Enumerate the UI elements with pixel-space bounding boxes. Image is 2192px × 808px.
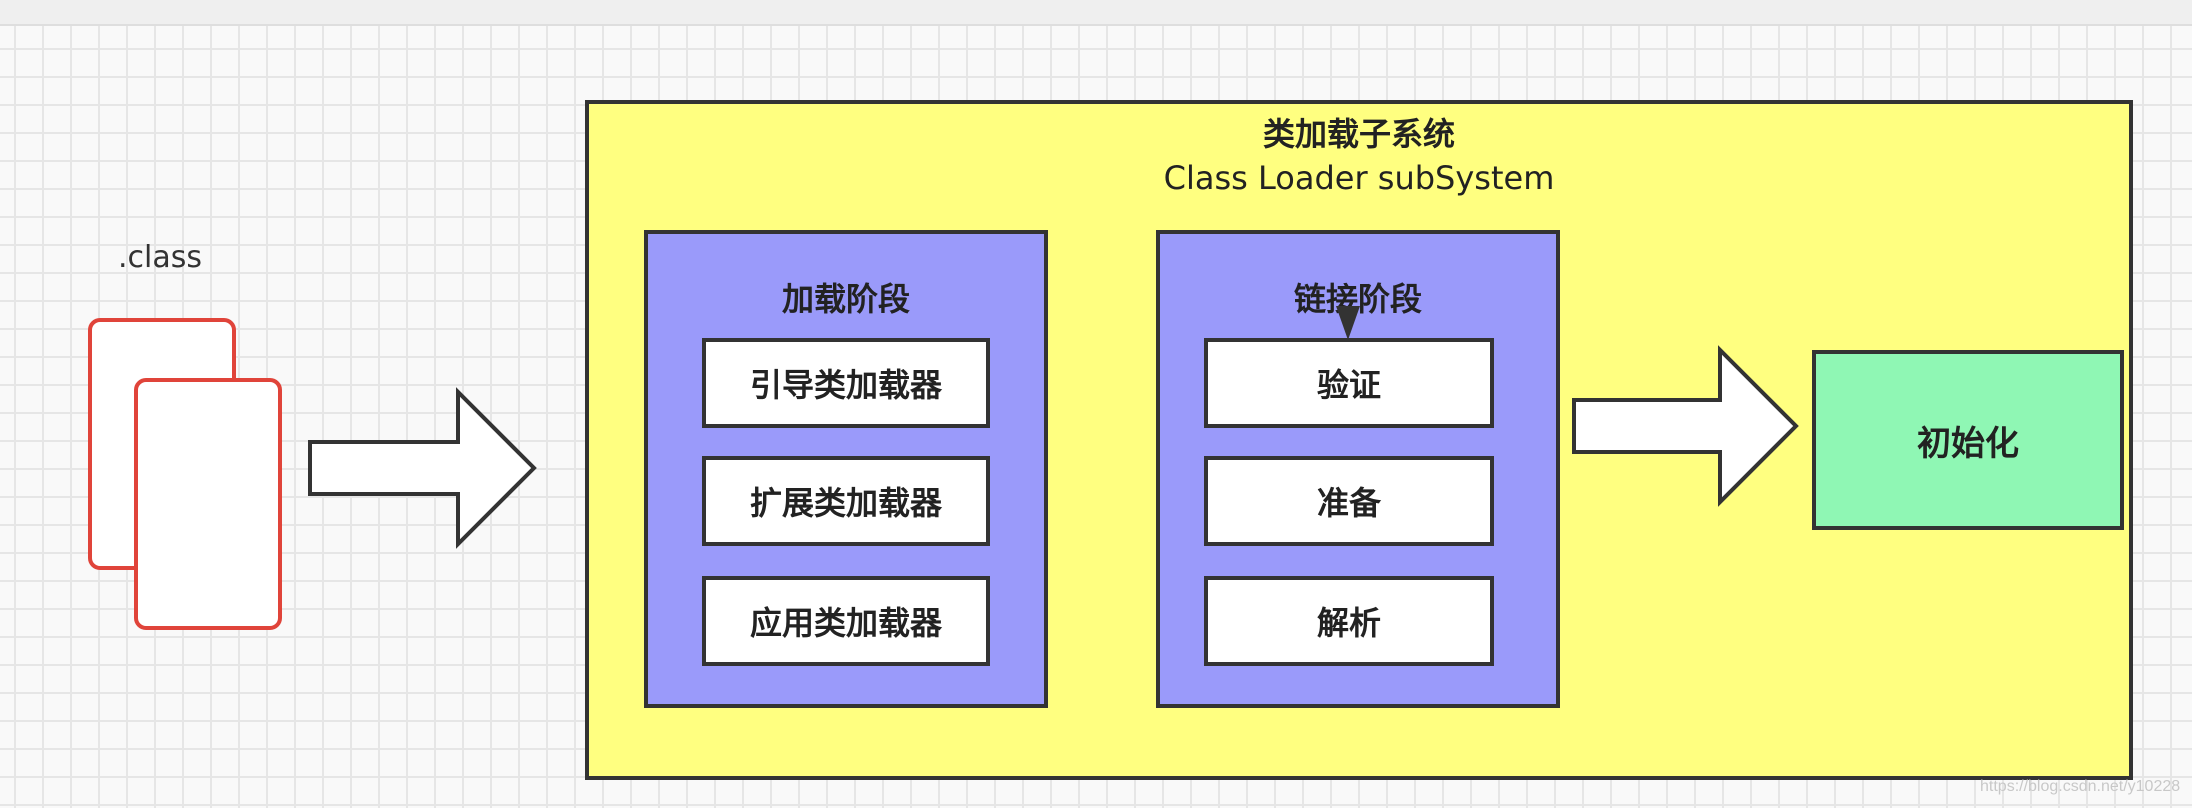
- extension-loader-box[interactable]: 扩展类加载器: [702, 456, 990, 546]
- arrow-to-initialization: [1572, 345, 1799, 507]
- loading-phase-title: 加载阶段: [781, 280, 910, 318]
- bootstrap-loader-box[interactable]: 引导类加载器: [702, 338, 990, 428]
- subsystem-title: 类加载子系统 Class Loader subSystem: [585, 112, 2133, 200]
- initialization-box[interactable]: 初始化: [1812, 350, 2124, 530]
- class-file-card-front[interactable]: [134, 378, 282, 630]
- arrow-to-subsystem: [308, 387, 537, 549]
- prepare-step-box[interactable]: 准备: [1204, 456, 1494, 546]
- linking-down-marker-icon: [1336, 306, 1360, 340]
- watermark: https://blog.csdn.net/y10228: [1980, 778, 2181, 795]
- class-file-label: .class: [118, 240, 203, 275]
- application-loader-box[interactable]: 应用类加载器: [702, 576, 990, 666]
- subsystem-title-en: Class Loader subSystem: [1163, 159, 1555, 197]
- verify-step-box[interactable]: 验证: [1204, 338, 1494, 428]
- top-strip: [0, 0, 2192, 26]
- subsystem-title-cn: 类加载子系统: [1262, 115, 1455, 153]
- resolve-step-box[interactable]: 解析: [1204, 576, 1494, 666]
